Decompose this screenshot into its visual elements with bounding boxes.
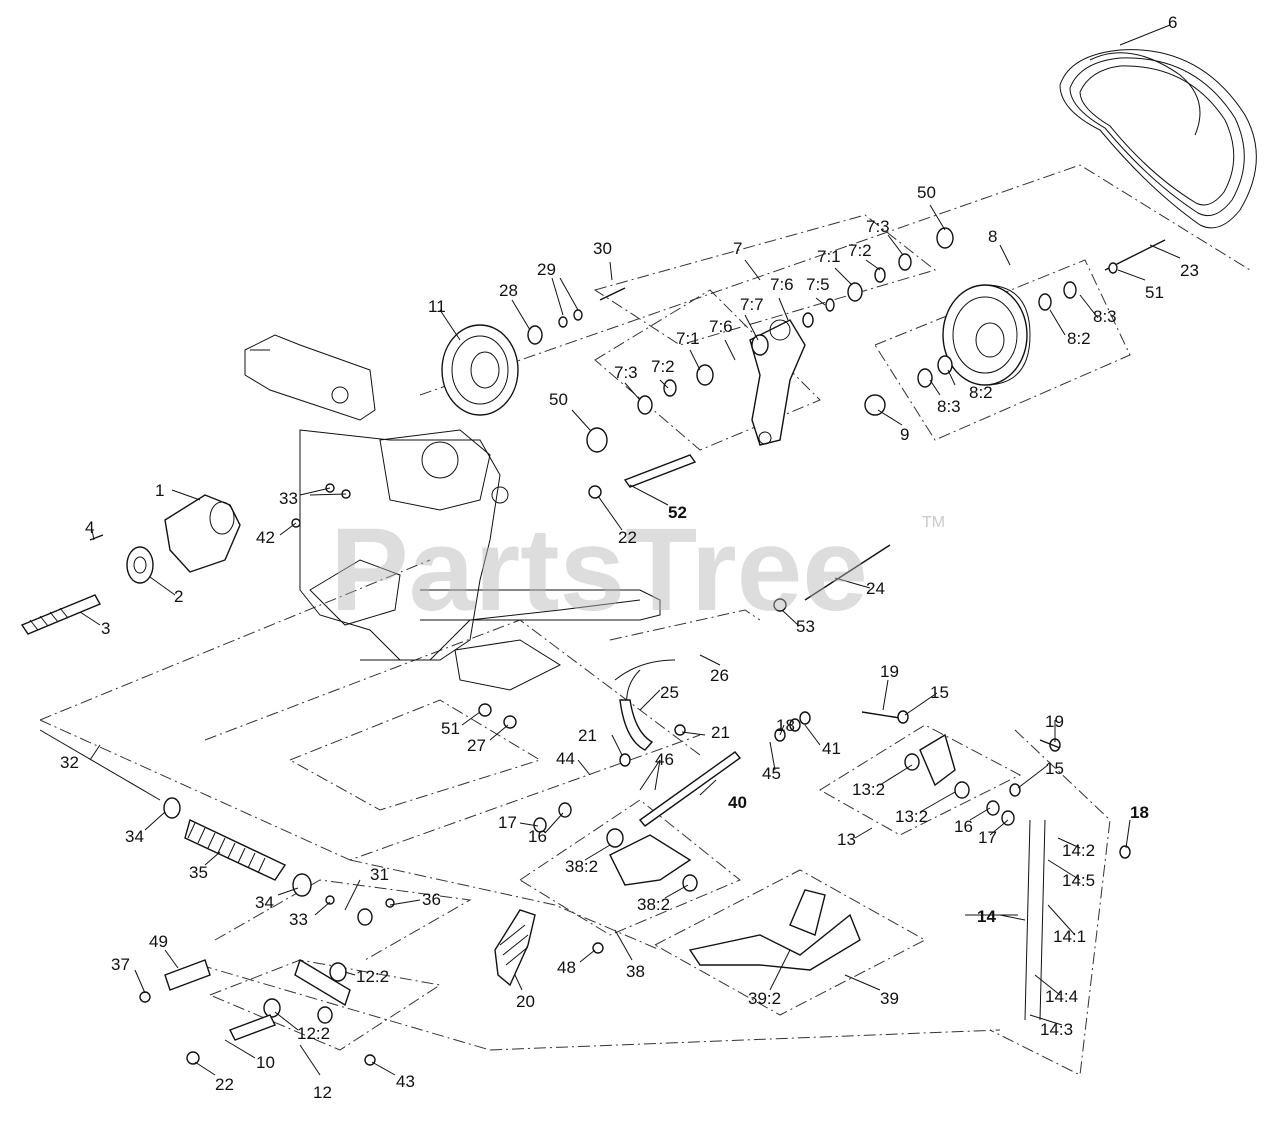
callout-label: 7:3 — [614, 363, 638, 382]
callout-label: 25 — [660, 683, 679, 702]
callout-label: 38:2 — [637, 895, 670, 914]
callout-label: 7 — [733, 239, 742, 258]
callout-label: 16 — [954, 817, 973, 836]
pulley-11 — [441, 324, 519, 416]
watermark-trademark: TM — [922, 514, 945, 531]
callout-label: 44 — [556, 749, 575, 768]
callout-label: 11 — [428, 297, 446, 316]
callout-label: 29 — [537, 260, 556, 279]
hardware-parts — [139, 227, 1166, 1066]
callout-label: 12:2 — [297, 1024, 330, 1043]
callout-label: 51 — [441, 719, 460, 738]
callout-label: 7:6 — [770, 275, 794, 294]
callout-label: 6 — [1168, 13, 1177, 32]
callout-label: 7:2 — [848, 241, 872, 260]
callout-label: 49 — [149, 932, 168, 951]
callout-label: 38 — [626, 962, 645, 981]
callout-label: 21 — [711, 723, 730, 742]
callout-label: 18 — [776, 716, 795, 735]
callout-label: 35 — [189, 863, 208, 882]
callout-label: 18 — [1130, 803, 1149, 822]
callout-label: 7:2 — [651, 357, 675, 376]
callout-label: 37 — [111, 955, 130, 974]
callout-label: 7:7 — [740, 295, 764, 314]
callout-label: 12:2 — [356, 967, 389, 986]
callout-label: 17 — [978, 828, 997, 847]
callout-label: 1 — [155, 481, 164, 500]
callout-label: 31 — [370, 865, 389, 884]
callout-label: 19 — [880, 662, 899, 681]
callout-label: 8:2 — [969, 383, 993, 402]
callout-label: 7:3 — [866, 217, 890, 236]
callout-label: 13 — [837, 830, 856, 849]
callout-label: 4 — [85, 518, 94, 537]
callout-label: 39 — [880, 989, 899, 1008]
rods-and-springs — [20, 494, 1046, 1041]
callout-label: 53 — [796, 617, 815, 636]
leader-lines — [79, 24, 1181, 1076]
callout-label: 19 — [1045, 712, 1064, 731]
callout-label: 9 — [900, 425, 909, 444]
callout-label: 43 — [396, 1072, 415, 1091]
callout-label: 23 — [1180, 261, 1199, 280]
callout-label: 51 — [1145, 283, 1164, 302]
callout-label: 12 — [313, 1083, 332, 1102]
callout-label: 14:5 — [1062, 871, 1095, 890]
callout-label: 33 — [279, 489, 298, 508]
callout-label: 8 — [988, 227, 997, 246]
drive-belt — [1059, 49, 1257, 229]
callout-label: 39:2 — [748, 989, 781, 1008]
callout-label: 7:5 — [806, 275, 830, 294]
callout-label: 10 — [256, 1053, 275, 1072]
callout-label: 22 — [215, 1075, 234, 1094]
callout-label: 13:2 — [852, 780, 885, 799]
callout-label: 16 — [528, 827, 547, 846]
callout-label: 34 — [125, 827, 144, 846]
callout-label: 41 — [822, 739, 841, 758]
callout-label: 7:1 — [817, 247, 841, 266]
callout-label: 42 — [256, 528, 275, 547]
callout-label: 7:6 — [709, 317, 733, 336]
callout-label: 14 — [977, 907, 996, 926]
callout-label: 14:3 — [1040, 1020, 1073, 1039]
chassis-frame — [244, 334, 661, 691]
callout-label: 27 — [467, 736, 486, 755]
callout-label: 50 — [549, 390, 568, 409]
callout-label: 15 — [930, 683, 949, 702]
callout-label: 33 — [289, 910, 308, 929]
callout-label: 15 — [1045, 759, 1064, 778]
callout-label: 36 — [422, 890, 441, 909]
callout-label: 2 — [174, 587, 183, 606]
callout-label: 30 — [593, 239, 612, 258]
callout-label: 14:2 — [1062, 841, 1095, 860]
callout-label: 17 — [498, 813, 517, 832]
watermark-text: PartsTree — [330, 504, 868, 636]
callout-labels: 6 50 7:3 7:1 7:2 7 30 29 8 23 51 7:6 7:5… — [60, 13, 1199, 1102]
pulley-8 — [942, 284, 1031, 386]
callout-label: 28 — [499, 281, 518, 300]
callout-label: 24 — [866, 579, 885, 598]
callout-label: 48 — [557, 958, 576, 977]
callout-label: 8:3 — [937, 397, 961, 416]
callout-label: 38:2 — [565, 857, 598, 876]
callout-label: 3 — [101, 619, 110, 638]
callout-label: 32 — [60, 753, 79, 772]
callout-label: 40 — [728, 793, 747, 812]
callout-label: 34 — [255, 893, 274, 912]
callout-label: 8:3 — [1093, 307, 1117, 326]
callout-label: 8:2 — [1067, 329, 1091, 348]
callout-label: 14:4 — [1045, 987, 1078, 1006]
callout-label: 52 — [668, 503, 687, 522]
callout-label: 22 — [618, 528, 637, 547]
callout-label: 20 — [516, 992, 535, 1011]
callout-label: 13:2 — [895, 807, 928, 826]
callout-label: 46 — [655, 750, 674, 769]
callout-label: 7:1 — [676, 329, 700, 348]
callout-label: 14:1 — [1053, 927, 1086, 946]
callout-label: 26 — [710, 666, 729, 685]
callout-label: 45 — [762, 764, 781, 783]
callout-label: 50 — [917, 183, 936, 202]
callout-label: 21 — [578, 726, 597, 745]
